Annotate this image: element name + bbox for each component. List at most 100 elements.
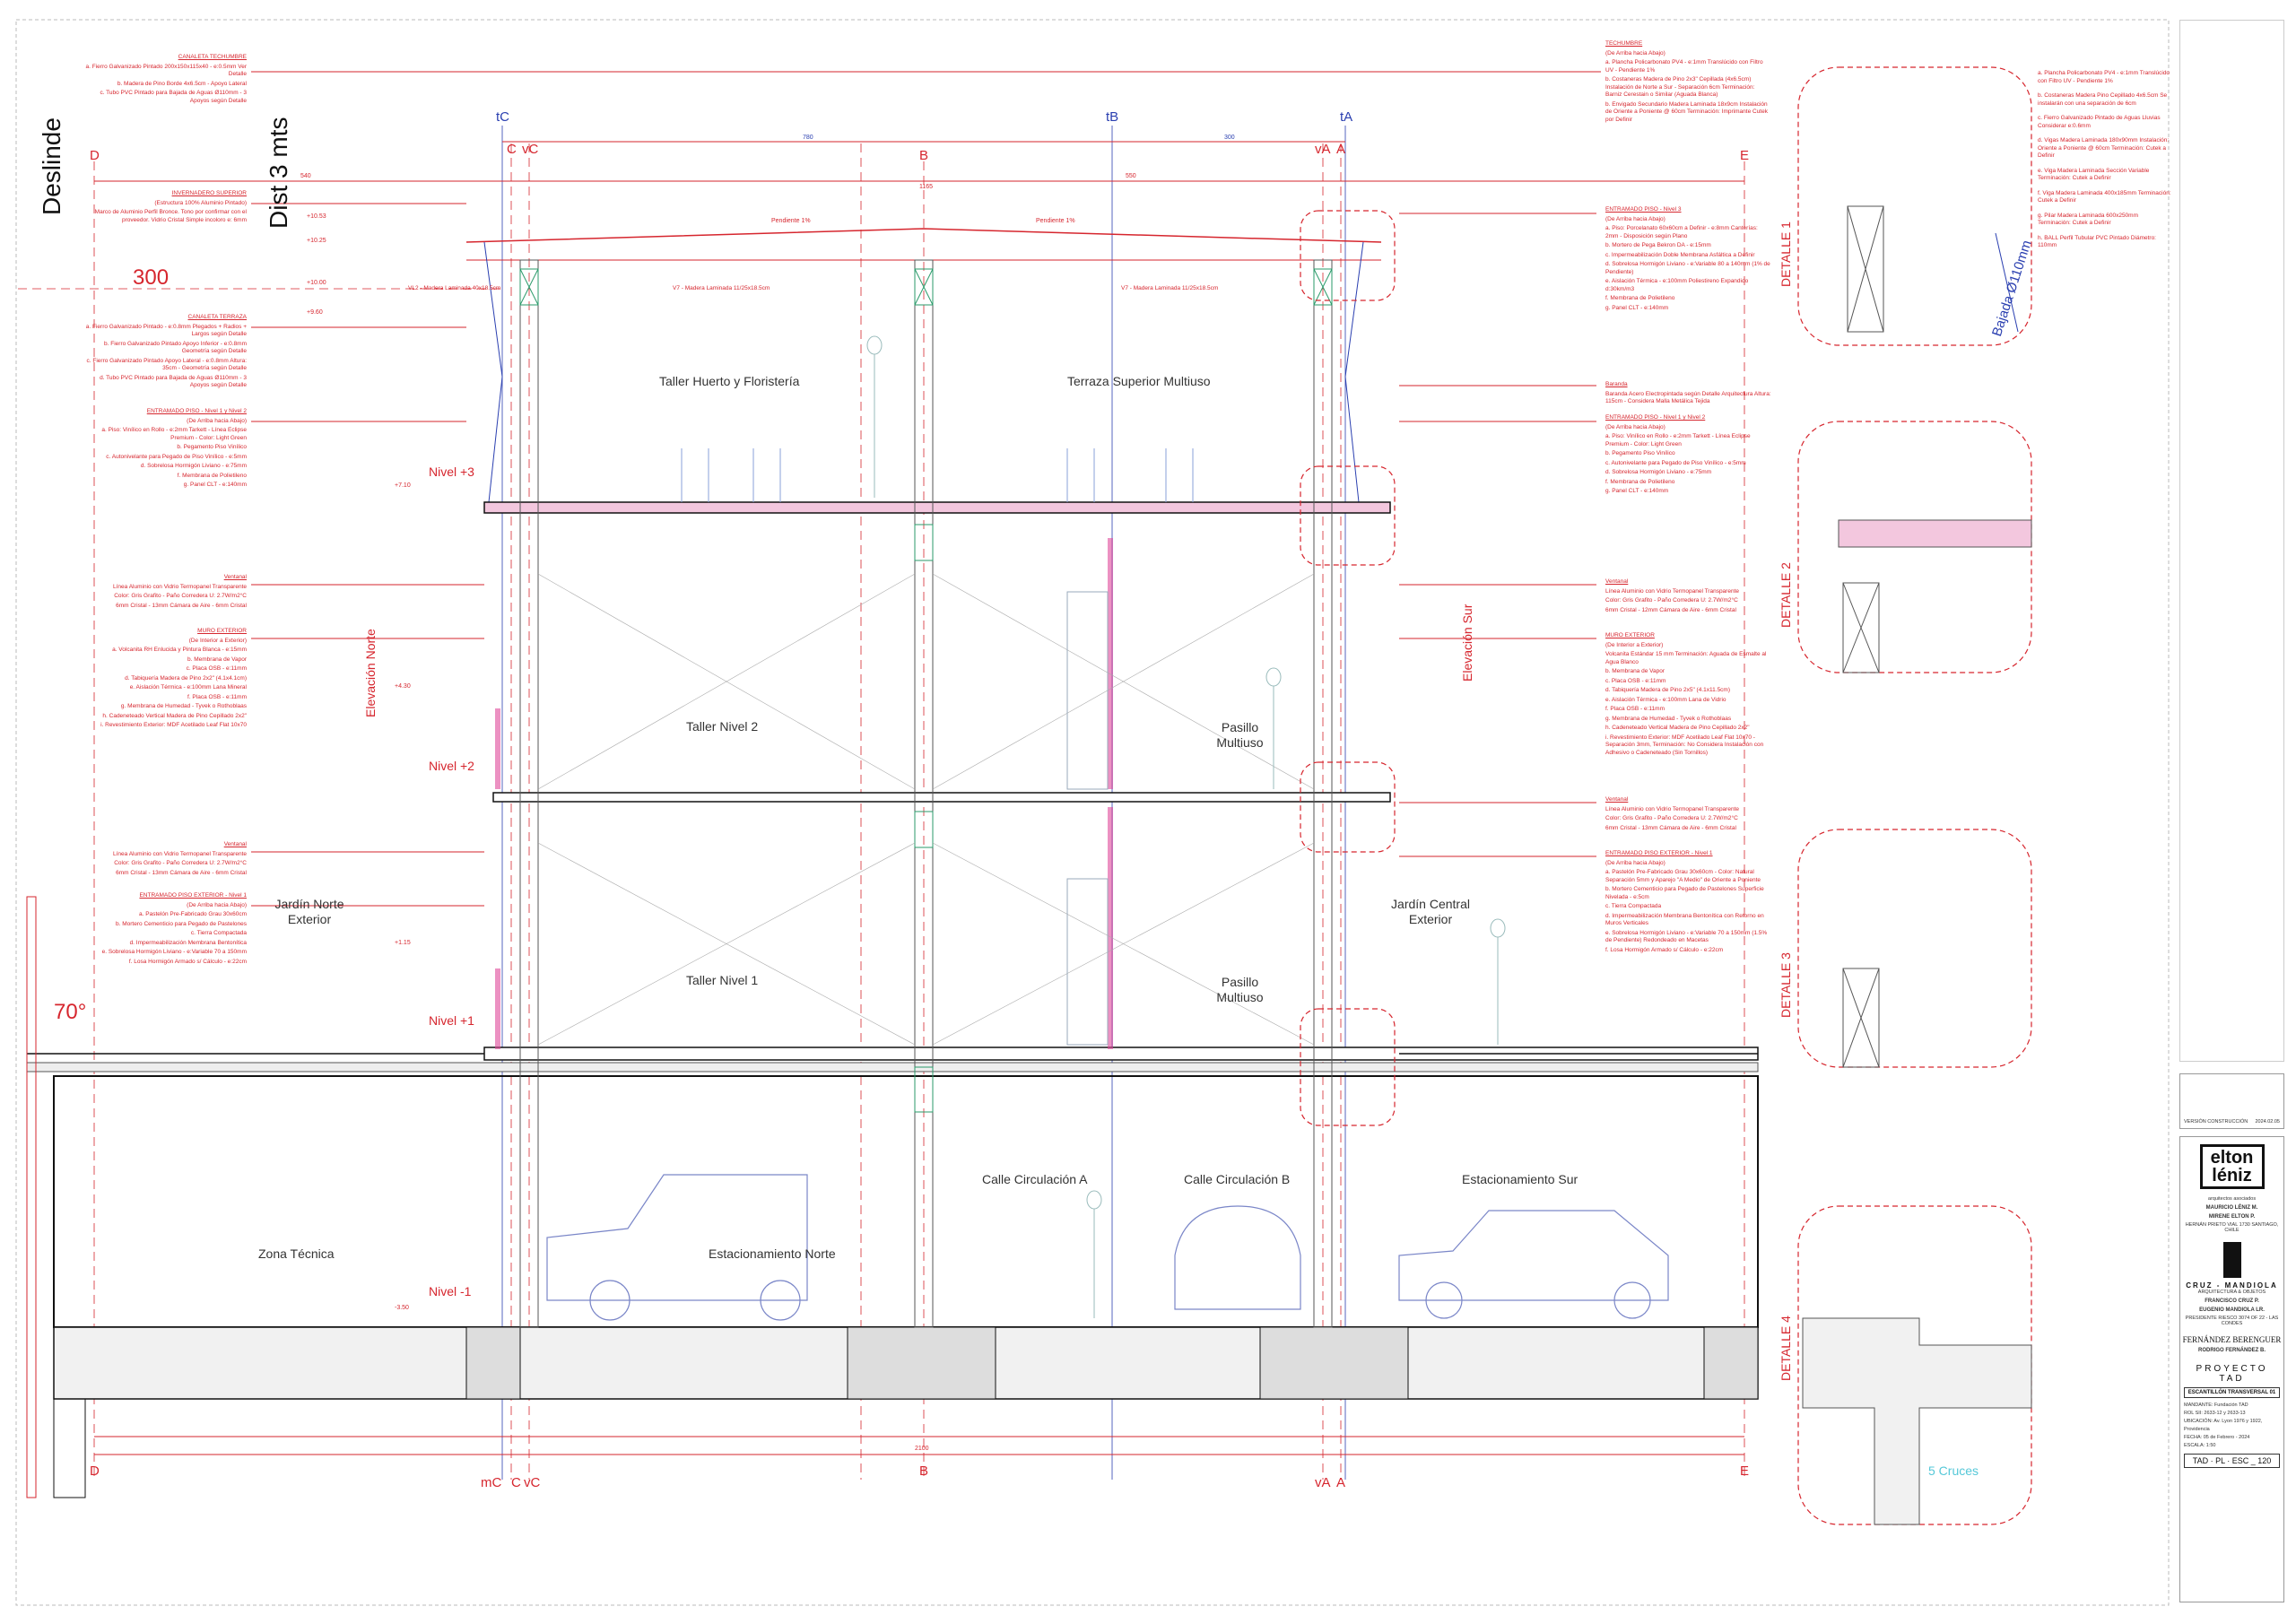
note-block: INVERNADERO SUPERIOR (Estructura 100% Alu… — [81, 190, 247, 226]
escala: ESCALA: 1:50 — [2184, 1443, 2216, 1448]
elevation-mark: +4.30 — [395, 683, 411, 690]
note-line: d. Sobrelosa Hormigón Liviano - e:Variab… — [1605, 261, 1770, 275]
mandante: MANDANTE: Fundación TAD — [2184, 1403, 2248, 1408]
note-line: 6mm Cristal - 13mm Cámara de Aire - 6mm … — [116, 602, 247, 609]
note-line: a. Fierro Galvanizado Pintado - e:0.8mm … — [85, 323, 247, 338]
note-line: (De Arriba hacia Abajo) — [1605, 423, 1665, 430]
detail-note: a. Plancha Policarbonato PV4 - e:1mm Tra… — [2038, 70, 2170, 84]
setback-dimension: 300 — [133, 265, 170, 290]
detail-note: h. BALL Perfil Tubular PVC Pintado Diáme… — [2038, 234, 2156, 249]
grid-label-ta: tA — [1340, 109, 1353, 125]
note-line: d. Impermeabilización Membrana Bentoníti… — [129, 939, 247, 946]
grid-label-vc: vC — [522, 142, 539, 157]
logo-text: léniz — [2212, 1166, 2252, 1185]
note-line: h. Cadeneteado Vertical Madera de Pino C… — [102, 712, 247, 719]
room-estacionamiento-norte: Estacionamiento Norte — [709, 1246, 836, 1261]
version-label: VERSIÓN CONSTRUCCIÓN — [2184, 1119, 2248, 1125]
room-jardin-norte: Jardín Norte Exterior — [274, 897, 344, 926]
note-line: a. Piso: Porcelanato 60x60cm a Definir -… — [1605, 225, 1758, 239]
dimension: 550 — [1126, 173, 1136, 179]
note-block: ENTRAMADO PISO - Nivel 3(De Arriba hacia… — [1605, 206, 1771, 314]
note-line: (De Arriba hacia Abajo) — [1605, 859, 1665, 866]
dimension: 780 — [803, 135, 813, 141]
note-line: d. Tabiquería Madera de Pino 2x5" (4.1x1… — [1605, 687, 1731, 693]
detail-1-notes: a. Plancha Policarbonato PV4 - e:1mm Tra… — [2038, 70, 2172, 257]
note-line: b. Mortero de Pega Bekron DA - e:15mm — [1605, 242, 1711, 248]
title-block-blank — [2179, 20, 2284, 1062]
note-line: i. Revestimiento Exterior: MDF Acetilado… — [1605, 734, 1764, 756]
dimension: 2100 — [915, 1446, 929, 1452]
note-block: MURO EXTERIOR(De Interior a Exterior)a. … — [81, 628, 247, 732]
note-line: e. Aislación Térmica - e:100mm Lana Mine… — [129, 684, 247, 690]
note-title: ENTRAMADO PISO - Nivel 1 y Nivel 2 — [146, 408, 247, 414]
angle-label: 70° — [54, 1000, 87, 1024]
note-line: c. Tierra Compactada — [1605, 903, 1662, 909]
elevation-mark: +10.00 — [307, 280, 326, 286]
elevation-norte-label: Elevación Norte — [363, 629, 378, 717]
note-title: Ventanal — [1605, 578, 1629, 585]
note-line: (De Arriba hacia Abajo) — [187, 417, 247, 424]
note-title: Ventanal — [223, 574, 247, 580]
note-line: c. Placa OSB - e:11mm — [1605, 677, 1666, 684]
grid-label-vc-bottom: vC — [524, 1475, 541, 1490]
detail-4-label: DETALLE 4 — [1779, 1316, 1793, 1381]
note-line: Línea Aluminio con Vidrio Termopanel Tra… — [113, 583, 247, 590]
note-line: a. Pastelón Pre-Fabricado Grau 30x60cm — [139, 911, 247, 917]
note-line: (De Interior a Exterior) — [1605, 641, 1664, 648]
note-line: b. Membrana de Vapor — [1605, 668, 1665, 674]
ubicacion: UBICACIÓN: Av. Lyon 1976 y 1922, Provide… — [2184, 1419, 2263, 1432]
note-block: ENTRAMADO PISO - Nivel 1 y Nivel 2 (De Ar… — [81, 408, 247, 491]
detail-note: d. Vigas Madera Laminada 180x90mm Instal… — [2038, 137, 2170, 159]
note-line: c. Fierro Galvanizado Pintado Apoyo Late… — [86, 357, 247, 372]
note-line: b. Membrana de Vapor — [187, 656, 247, 663]
grid-label-a-bottom: A — [1336, 1475, 1346, 1490]
note-line: Línea Aluminio con Vidrio Termopanel Tra… — [1605, 587, 1739, 595]
architect-name: EUGENIO MANDIOLA LR. — [2199, 1307, 2265, 1313]
note-line: a. Piso: Vinílico en Rollo - e:2mm Tarke… — [101, 427, 247, 441]
note-line: a. Plancha Policarbonato PV4 - e:1mm Tra… — [1605, 59, 1763, 74]
note-line: Marco de Aluminio Perfil Bronce. Tono po… — [94, 209, 247, 223]
note-line: (Estructura 100% Aluminio Pintado) — [154, 199, 247, 206]
note-line: d. Sobrelosa Hormigón Liviano - e:75mm — [1605, 469, 1712, 475]
elevation-sur-label: Elevación Sur — [1460, 604, 1474, 682]
slope-label: Pendiente 1% — [771, 218, 811, 224]
detail-note: c. Fierro Galvanizado Pintado de Aguas L… — [2038, 115, 2161, 129]
grid-label-va-bottom: vA — [1315, 1475, 1331, 1490]
elevation-mark: +9.60 — [307, 309, 323, 316]
note-line: b. Envigado Secundario Madera Laminada 1… — [1605, 100, 1768, 123]
note-line: f. Membrana de Polietileno — [1605, 295, 1675, 301]
note-block: ENTRAMADO PISO EXTERIOR - Nivel 1(De Arr… — [1605, 850, 1771, 956]
setback-distance-label: Dist 3 mts — [265, 117, 292, 229]
detail-1-label: DETALLE 1 — [1779, 221, 1793, 287]
note-title: MURO EXTERIOR — [197, 628, 247, 634]
level-label-n3: Nivel +3 — [429, 465, 474, 479]
room-zona-tecnica: Zona Técnica — [258, 1246, 335, 1261]
version-box: VERSIÓN CONSTRUCCIÓN 2024.02.05 — [2179, 1073, 2284, 1129]
note-line: 6mm Cristal - 13mm Cámara de Aire - 6mm … — [1605, 824, 1736, 831]
grid-label-tb: tB — [1106, 109, 1119, 125]
note-line: c. Autonivelante para Pegado de Piso Vin… — [1605, 459, 1746, 466]
note-line: d. Tabiquería Madera de Pino 2x2" (4.1x4… — [125, 674, 247, 682]
note-line: b. Mortero Cementicio para Pegado de Pas… — [116, 920, 247, 927]
note-title: INVERNADERO SUPERIOR — [171, 190, 247, 196]
note-line: f. Losa Hormigón Armado s/ Cálculo - e:2… — [1605, 946, 1724, 953]
detail-2-label: DETALLE 2 — [1779, 562, 1793, 628]
grid-label-va: vA — [1315, 142, 1331, 157]
dimension: 300 — [1224, 135, 1235, 141]
room-pasillo-2: Pasillo Multiuso — [1216, 720, 1264, 750]
level-label-nm1: Nivel -1 — [429, 1284, 472, 1298]
project-name: TAD — [2219, 1374, 2245, 1384]
note-title: TECHUMBRE — [1605, 40, 1643, 47]
note-line: a. Fierro Galvanizado Pintado 200x150x11… — [85, 63, 247, 78]
note-line: c. Impermeabilización Doble Membrana Asf… — [1605, 251, 1755, 258]
note-line: Línea Aluminio con Vidrio Termopanel Tra… — [113, 850, 247, 857]
note-line: g. Panel CLT - e:140mm — [183, 482, 247, 488]
room-jardin-central: Jardín Central Exterior — [1391, 897, 1470, 926]
level-label-n1: Nivel +1 — [429, 1013, 474, 1028]
